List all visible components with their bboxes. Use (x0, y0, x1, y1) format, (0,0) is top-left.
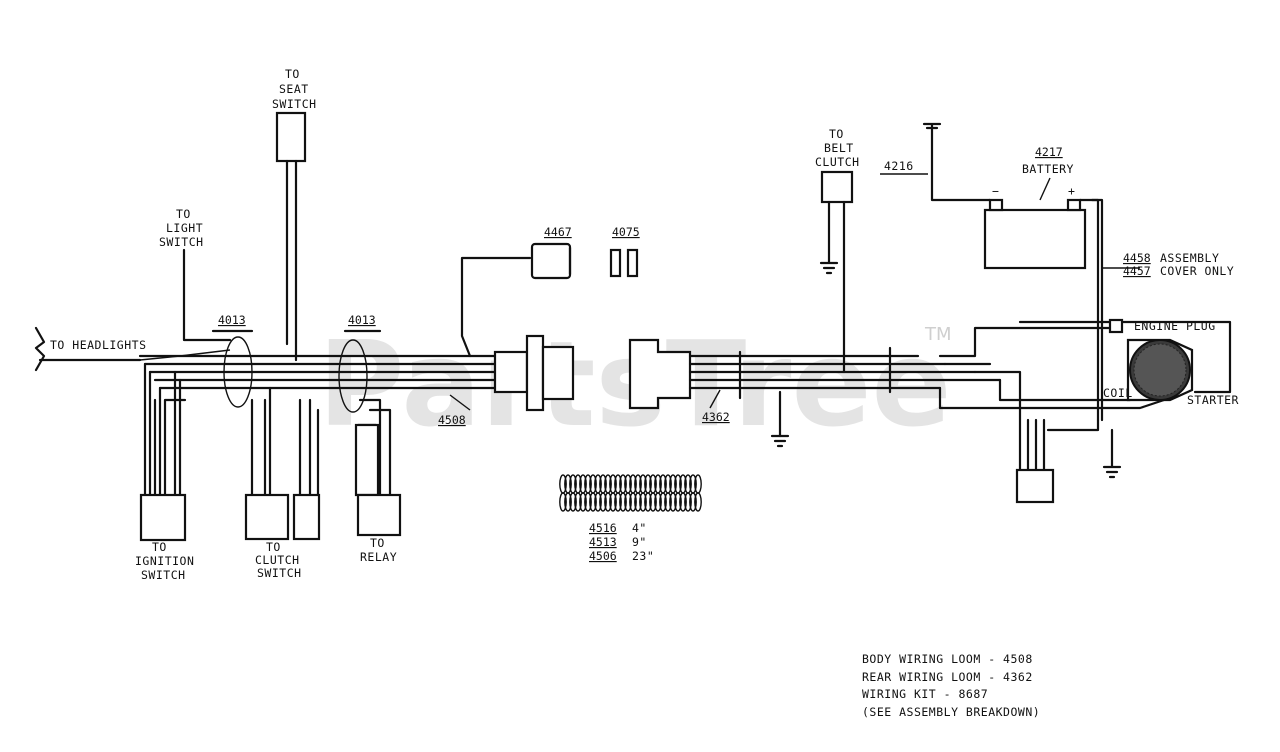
fuse-b (626, 248, 639, 278)
sleeve-part-3: 4506 (589, 549, 617, 563)
connector-group: 4467 (530, 225, 572, 280)
belt-clutch-plug (820, 170, 854, 204)
light-switch-label-2: LIGHT (166, 221, 203, 235)
cover-number: 4457 (1123, 264, 1151, 278)
ignition-label-1: TO (152, 540, 167, 554)
connector-feed-wire (460, 256, 532, 358)
clamp-left-label: 4013 (218, 313, 246, 327)
belt-clutch-label-3: CLUTCH (815, 155, 860, 169)
clutch-drop-wires (250, 386, 320, 497)
sleeve-length-2: 9" (632, 535, 647, 549)
body-loom-label: 4508 (438, 413, 466, 427)
seat-switch-group: TO SEAT SWITCH (272, 67, 317, 362)
ground-symbol-rear (770, 434, 790, 448)
ignition-switch-group: TO IGNITION SWITCH (135, 493, 194, 582)
light-switch-wire (182, 248, 232, 342)
note-3: WIRING KIT - 8687 (862, 687, 988, 701)
fuse-group: 4075 (609, 225, 640, 278)
headlights-group: TO HEADLIGHTS (34, 326, 231, 372)
relay-plug (356, 493, 402, 537)
sleeving-coil (559, 474, 702, 512)
headlights-wire (34, 326, 142, 372)
connector-label: 4467 (544, 225, 572, 239)
sleeve-length-1: 4" (632, 521, 647, 535)
ignition-switch-plug (139, 493, 187, 542)
battery-part-number: 4217 (1035, 145, 1063, 159)
fuse-a (609, 248, 622, 278)
engine-group: ENGINE PLUG COIL STARTER (938, 318, 1239, 504)
rear-harness: 4362 (688, 346, 1002, 448)
seat-switch-label-1: TO (285, 67, 300, 81)
clutch-label-1: TO (266, 540, 281, 554)
ignition-label-3: SWITCH (141, 568, 186, 582)
starter-label: STARTER (1187, 393, 1239, 407)
relay-label-2: RELAY (360, 550, 397, 564)
seat-switch-plug (275, 111, 307, 163)
battery-negative: − (992, 184, 999, 198)
seat-switch-label-3: SWITCH (272, 97, 317, 111)
coil-label: COIL (1103, 386, 1133, 400)
clutch-switch-group: TO CLUTCH SWITCH (244, 493, 321, 580)
clamp-right (338, 339, 368, 413)
ignition-drop-wires (143, 362, 187, 497)
relay-group: TO RELAY (356, 493, 402, 564)
clutch-label-3: SWITCH (257, 566, 302, 580)
cover-label: COVER ONLY (1160, 264, 1234, 278)
engine-plug-label: ENGINE PLUG (1134, 319, 1216, 333)
engine-plug-terminal (1108, 318, 1124, 334)
ignition-label-2: IGNITION (135, 554, 194, 568)
engine-side-plug (1015, 468, 1055, 504)
sleeve-length-3: 23" (632, 549, 654, 563)
clutch-switch-plug-b (292, 493, 321, 541)
seat-switch-label-2: SEAT (279, 82, 309, 96)
rear-harness-bundle (688, 354, 1002, 390)
note-4: (SEE ASSEMBLY BREAKDOWN) (862, 705, 1040, 719)
seat-switch-wire (285, 159, 298, 362)
clutch-switch-plug-a (244, 493, 290, 541)
ground-symbol-top (922, 122, 942, 130)
notes: BODY WIRING LOOM - 4508 REAR WIRING LOOM… (862, 652, 1040, 719)
clutch-label-2: CLUTCH (255, 553, 300, 567)
note-1: BODY WIRING LOOM - 4508 (862, 652, 1033, 666)
fuse-label: 4075 (612, 225, 640, 239)
watermark-trademark: TM (924, 324, 952, 345)
central-plug (493, 334, 692, 412)
headlights-label: TO HEADLIGHTS (50, 338, 147, 352)
left-harness: 4013 4013 4508 (138, 256, 532, 497)
clamp-left (223, 336, 253, 408)
light-switch-label-3: SWITCH (159, 235, 204, 249)
sleeve-part-1: 4516 (589, 521, 617, 535)
rear-loom-label: 4362 (702, 410, 730, 424)
sleeve-part-2: 4513 (589, 535, 617, 549)
left-harness-bundle (138, 354, 502, 390)
note-2: REAR WIRING LOOM - 4362 (862, 670, 1033, 684)
battery-positive: + (1068, 184, 1075, 198)
light-switch-group: TO LIGHT SWITCH (159, 207, 232, 342)
light-switch-label-1: TO (176, 207, 191, 221)
assembly-label: ASSEMBLY (1160, 251, 1219, 265)
ground-wire-label: 4216 (884, 159, 914, 173)
battery (983, 208, 1087, 270)
connector-4467 (530, 242, 572, 280)
battery-group: 4216 4217 BATTERY − + 4458 ASSEMBLY 4457… (880, 122, 1234, 422)
relay-label-1: TO (370, 536, 385, 550)
assembly-number: 4458 (1123, 251, 1151, 265)
belt-clutch-label-2: BELT (824, 141, 854, 155)
clamp-right-label: 4013 (348, 313, 376, 327)
ground-symbol-belt (819, 261, 839, 275)
sleeving-group: 4516 4" 4513 9" 4506 23" (559, 474, 702, 563)
ground-symbol-engine (1102, 428, 1122, 479)
battery-ground-wire (930, 123, 992, 202)
belt-clutch-group: TO BELT CLUTCH (815, 127, 860, 374)
battery-label: BATTERY (1022, 162, 1074, 176)
belt-clutch-label-1: TO (829, 127, 844, 141)
